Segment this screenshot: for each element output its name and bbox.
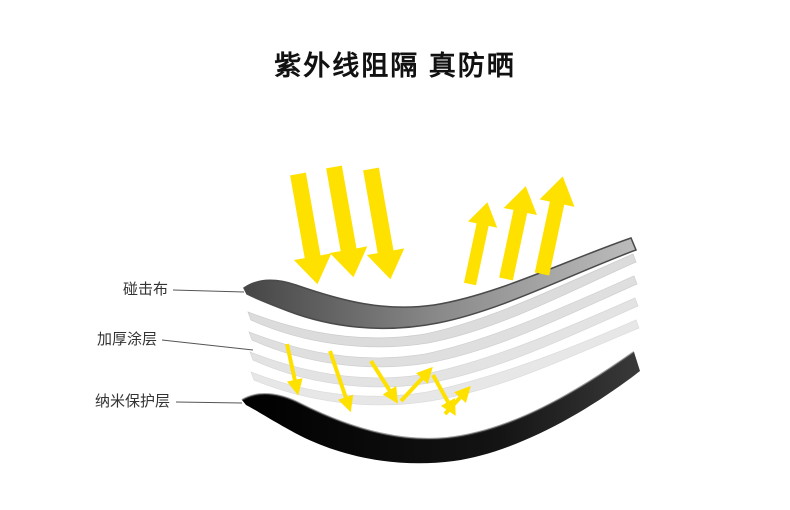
- thick-coating-layers: [247, 253, 640, 406]
- pongee-fabric-layer: [243, 237, 637, 330]
- nano-layer-edge-highlight: [241, 351, 635, 440]
- uv-bounce-arrow-icon: [285, 343, 303, 396]
- coating-layer-3: [249, 297, 639, 388]
- uv-bounce-arrows: [285, 343, 471, 416]
- coating-layer-4: [250, 319, 640, 406]
- page-title: 紫外线阻隔 真防晒: [274, 51, 516, 81]
- uv-incoming-arrow-icon: [326, 165, 368, 278]
- uv-bounce-arrow-icon: [328, 350, 354, 413]
- uv-reflected-arrow-icon: [534, 176, 575, 276]
- leader-line-nano: [175, 401, 243, 404]
- uv-bounce-arrow-icon: [431, 374, 456, 416]
- uv-reflected-arrow-icon: [499, 186, 537, 281]
- uv-incoming-arrow-icon: [363, 167, 405, 280]
- nano-protective-layer: [242, 352, 640, 464]
- uv-reflected-arrows: [463, 176, 575, 286]
- label-nano-protective-layer: 纳米保护层: [95, 393, 171, 410]
- label-leader-lines: [161, 289, 254, 404]
- coating-layer-1: [247, 253, 637, 348]
- coating-layer-2: [248, 275, 638, 368]
- uv-bounce-arrow-icon: [369, 359, 398, 404]
- uv-incoming-arrow-icon: [290, 172, 332, 285]
- uv-bounce-arrow-icon: [399, 366, 433, 403]
- label-pongee-fabric: 碰击布: [123, 281, 169, 298]
- leader-line-coating: [161, 339, 254, 351]
- uv-bounce-arrow-icon: [443, 385, 471, 416]
- label-thick-coating: 加厚涂层: [97, 331, 158, 348]
- uv-incoming-arrows: [290, 165, 405, 285]
- leader-line-pongee: [172, 289, 245, 293]
- uv-reflected-arrow-icon: [463, 202, 498, 286]
